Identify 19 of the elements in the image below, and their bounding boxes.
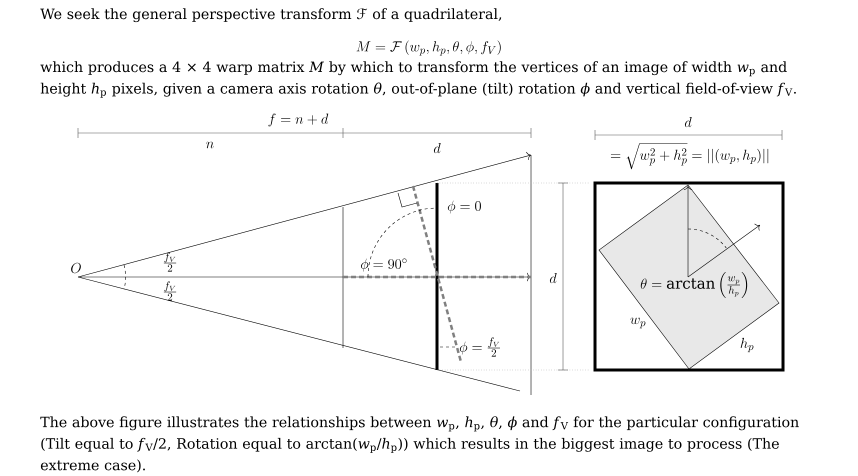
- formula: $= \sqrt{w_p^2 + h_p^2} = ||(w_p, h_p)||$: [610, 143, 768, 170]
- side-label: $w_p$: [630, 318, 646, 328]
- dimension-label: $d$: [434, 143, 441, 154]
- caption: The above figure illustrates the relationships between w$_{p}$, h$_{p}$, θ, ϕ and f$_{V}$ for the particular configuration (Tilt equal to f$_{V}$/2, Rotation equal to arctan(w$_{p}$/h$_{p}$)) which results in the biggest image to process (The extreme case).: [40, 416, 799, 472]
- formula: $\theta = \arctan\left(\frac{w_p}{h_p}\right)$: [640, 272, 748, 298]
- angle-label: $\frac{f_V}{2}$: [164, 252, 176, 272]
- formula: $M = \mathcal{F}\left(w_p, h_p, \theta, \phi, f_V\right)$: [356, 40, 501, 56]
- dimension-label: $n$: [206, 142, 214, 148]
- point-label: $O$: [71, 262, 81, 274]
- dimension-label: $f = n + d$: [268, 113, 328, 127]
- paragraph: We seek the general perspective transform ℱ of a quadrilateral,: [40, 8, 502, 22]
- paragraph: which produces a 4 × 4 warp matrix M by which to transform the vertices of an image of width w$_{p}$ and height h$_{p}$ pixels, given a camera axis rotation θ, out-of-plane (tilt) rotation ϕ and vertical field-of-view f$_{V}$.: [40, 61, 796, 98]
- angle-label: $\frac{f_V}{2}$: [164, 281, 176, 301]
- angle-label: $\phi = \frac{f_V}{2}$: [460, 337, 500, 357]
- dimension-label: $d$: [684, 117, 692, 128]
- angle-label: $\phi = 90^\circ$: [361, 258, 407, 272]
- angle-label: $\phi = 0$: [448, 200, 481, 214]
- side-label: $h_p$: [740, 338, 754, 352]
- dimension-label: $d$: [550, 273, 557, 284]
